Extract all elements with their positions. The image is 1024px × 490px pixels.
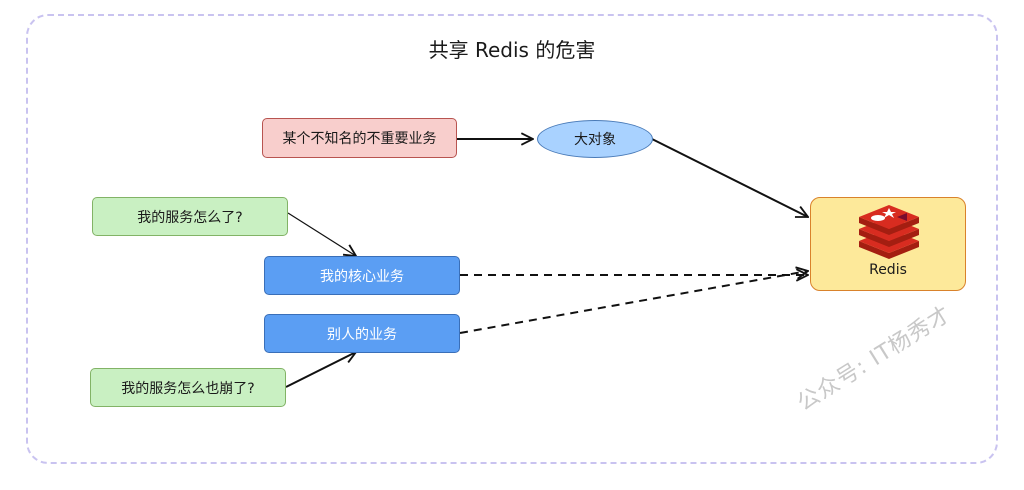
node-my-service-question: 我的服务怎么了? [92,197,288,236]
node-unknown-business-label: 某个不知名的不重要业务 [282,131,437,147]
node-others-business: 别人的业务 [264,314,460,353]
node-big-object: 大对象 [537,120,653,158]
node-big-object-label: 大对象 [574,132,616,148]
node-my-service-question-label: 我的服务怎么了? [137,209,243,226]
node-my-service-crash: 我的服务怎么也崩了? [90,368,286,407]
node-redis-label: Redis [869,262,907,278]
node-others-business-label: 别人的业务 [327,326,397,343]
node-unknown-business: 某个不知名的不重要业务 [262,118,457,158]
node-my-core-business: 我的核心业务 [264,256,460,295]
node-redis: Redis [810,197,966,291]
diagram-frame [26,14,998,464]
redis-logo-icon [859,205,919,259]
node-my-core-business-label: 我的核心业务 [320,268,404,285]
diagram-title: 共享 Redis 的危害 [428,38,596,62]
edge-bigobject-to-redis [651,138,808,217]
node-my-service-crash-label: 我的服务怎么也崩了? [121,380,255,397]
edge-crash-to-others [285,352,356,388]
edge-others-to-redis [459,271,808,334]
edge-myservice-to-core [287,212,356,256]
